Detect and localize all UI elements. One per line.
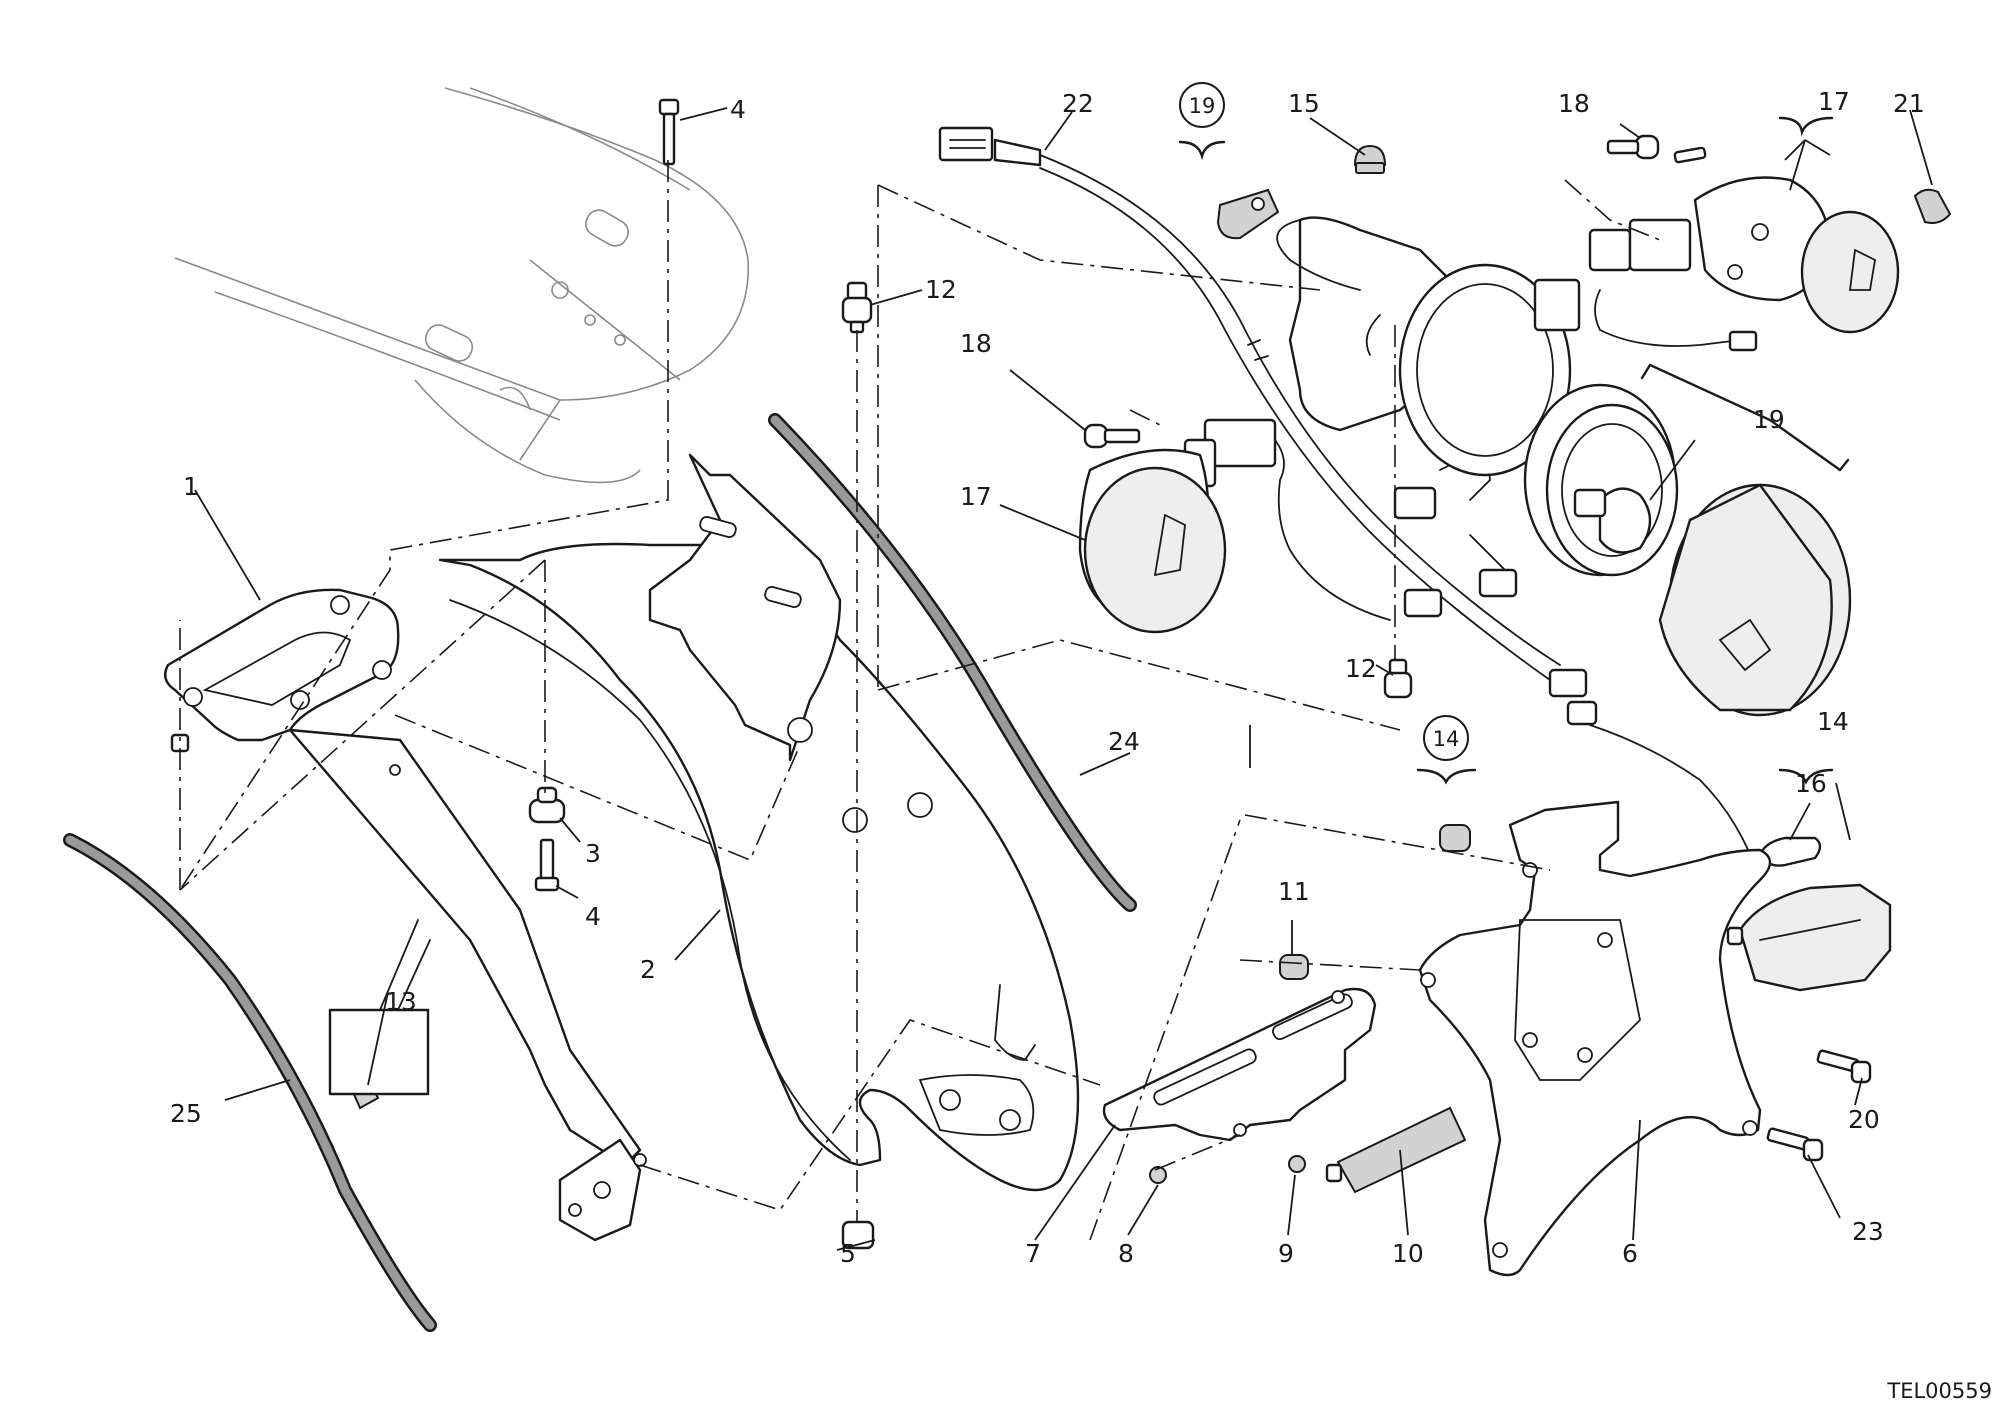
callout-7: 7 [1025,1239,1041,1268]
callout-12-lower: 12 [1345,654,1377,683]
bolt-4-bottom [534,838,560,892]
callout-11: 11 [1278,877,1310,906]
callout-5: 5 [840,1239,856,1268]
turn-signal-left [1078,418,1391,634]
callout-labels: 1 2 3 4 4 5 6 7 8 9 10 11 12 12 13 14 15… [170,87,1925,1268]
callout-9: 9 [1278,1239,1294,1268]
bulb-16 [1758,836,1822,867]
rubber-mount-12-lower [1383,658,1413,699]
screw-20 [1816,1049,1872,1084]
screw-18-right [1606,134,1660,160]
leader-lines [194,107,1933,1251]
circled-ref-14-label: 14 [1433,727,1460,751]
callout-18-left: 18 [960,329,992,358]
assembly-lines [179,160,1661,1241]
washer-8 [1149,1166,1167,1184]
rubber-mount-12-upper [841,281,873,334]
callout-4-top: 4 [730,95,746,124]
group-bracket-17 [1778,116,1834,137]
callout-20: 20 [1848,1105,1880,1134]
callout-15: 15 [1288,89,1320,118]
taillight-bulb-holder [1523,383,1679,577]
circled-ref-14: 14 [1423,715,1469,761]
taillight-lens [1658,483,1852,717]
nut-5 [841,1220,875,1250]
callout-1: 1 [183,472,199,501]
group-bracket-14-circle [1416,768,1477,785]
reflector-10 [1325,1106,1467,1194]
cap-15 [1353,144,1387,174]
spacer-14 [1439,824,1471,852]
spacer-11 [1279,954,1309,980]
callout-6: 6 [1622,1239,1638,1268]
rubber-strip-24 [768,413,1137,912]
subframe-outline [174,87,750,484]
rubber-strip-25 [63,833,437,1332]
detail-inset-13 [328,919,431,1096]
spacer-3 [528,786,566,824]
circled-ref-19: 19 [1179,82,1225,128]
callout-17-right: 17 [1818,87,1850,116]
grommet-19 [1216,188,1280,240]
group-bracket-19 [1640,363,1850,472]
tail-bracket [648,453,842,762]
callout-2: 2 [640,955,656,984]
cap-21 [1913,188,1952,224]
washer-9 [1288,1155,1306,1173]
callout-13: 13 [385,987,417,1016]
callout-25: 25 [170,1099,202,1128]
plate-light-14 [1566,700,1892,992]
callout-3: 3 [585,839,601,868]
rear-mudguard [438,542,1080,1192]
screw-18-left [1083,423,1141,449]
callout-16: 16 [1795,769,1827,798]
group-bracket-19-circle [1178,140,1226,161]
callout-4-bottom: 4 [585,902,601,931]
drawing-code: TEL00559 [1886,1379,1992,1403]
group-bracket-14 [1778,768,1834,785]
callout-21: 21 [1893,89,1925,118]
plate-holder-6 [1418,800,1772,1277]
plate-support-7 [1102,987,1377,1142]
callout-19: 19 [1753,405,1785,434]
callout-23: 23 [1852,1217,1884,1246]
screw-17-small [1673,146,1707,164]
taillight-housing [1276,216,1581,477]
callout-14: 14 [1817,707,1849,736]
callout-17-left: 17 [960,482,992,511]
circled-ref-19-label: 19 [1189,94,1216,118]
screw-23 [1766,1127,1824,1162]
callout-24: 24 [1108,727,1140,756]
turn-signal-right [1588,176,1900,352]
bolt-4-top [658,98,680,166]
callout-10: 10 [1392,1239,1424,1268]
callout-12-upper: 12 [925,275,957,304]
callout-8: 8 [1118,1239,1134,1268]
grab-handle-bracket [164,588,647,1242]
callout-22: 22 [1062,89,1094,118]
callout-18-right: 18 [1558,89,1590,118]
